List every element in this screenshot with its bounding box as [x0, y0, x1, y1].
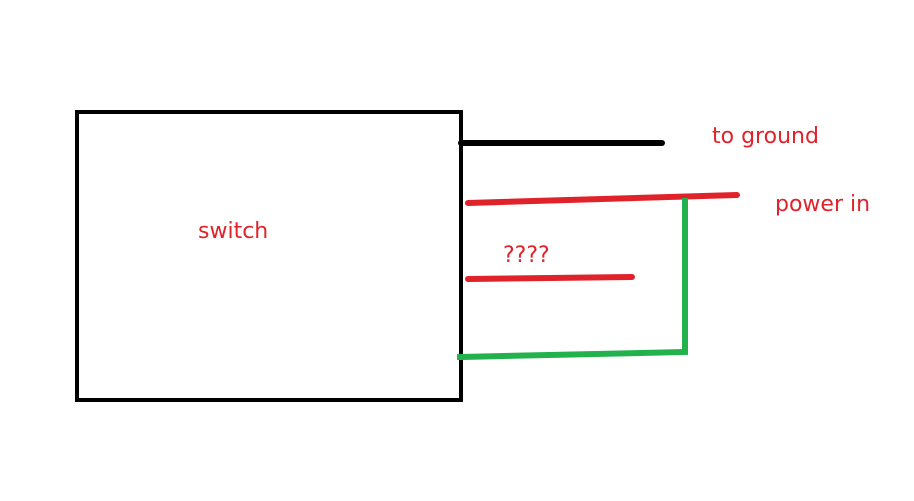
unknown-wire-label: ???? [503, 243, 550, 268]
unknown-wire [465, 274, 635, 282]
switch-box [75, 110, 463, 402]
power-in-wire [465, 192, 740, 206]
jumper-wire [456, 198, 688, 361]
to-ground-label: to ground [712, 124, 819, 149]
switch-label: switch [198, 219, 269, 244]
power-in-label: power in [775, 192, 871, 217]
